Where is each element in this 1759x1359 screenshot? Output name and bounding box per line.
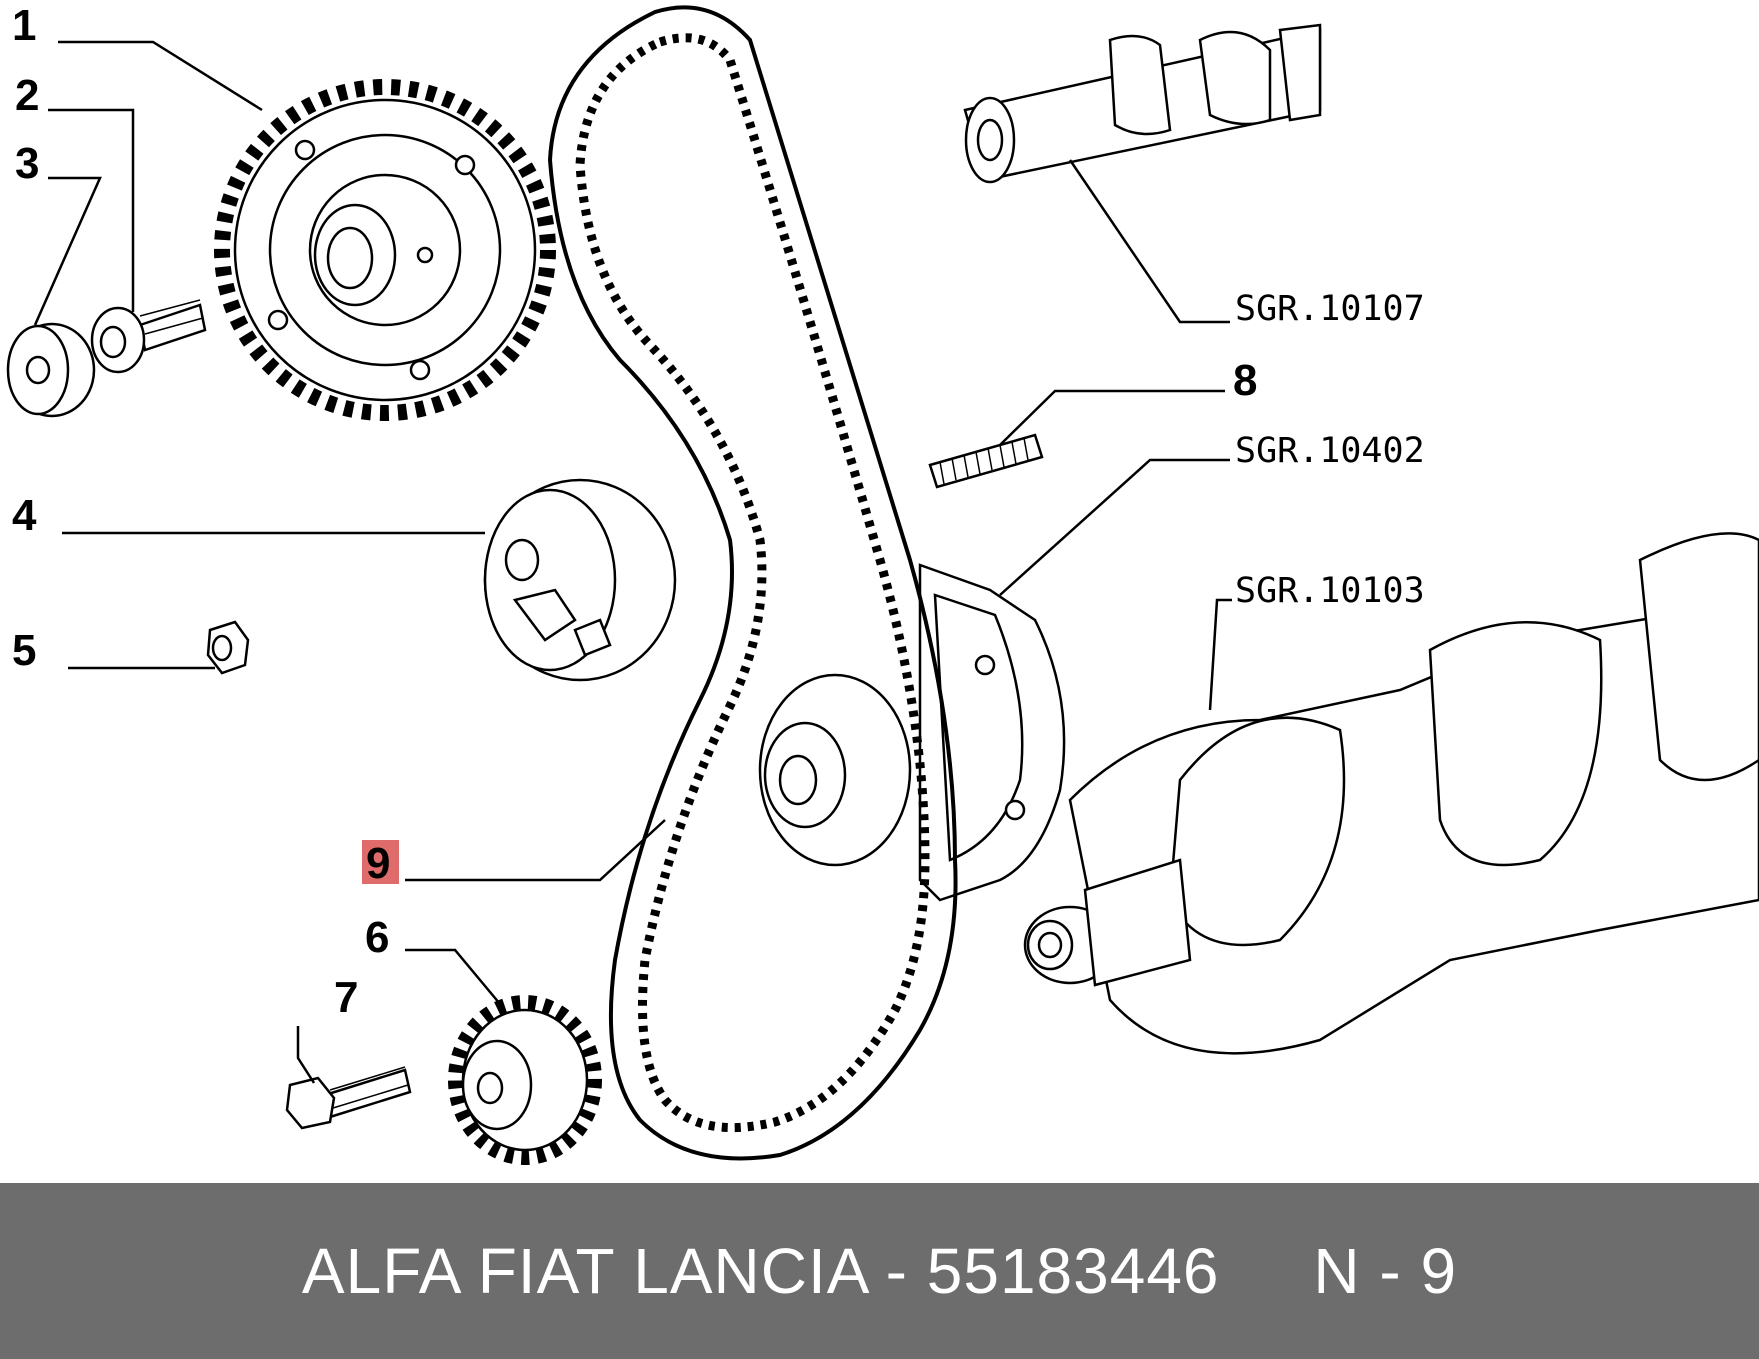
callout-8: 8 [1233,356,1257,405]
tensioner-nut [206,620,250,675]
callout-3: 3 [15,139,39,188]
water-pump [758,563,1066,902]
callout-9: 9 [366,839,390,888]
camshaft [963,23,1322,184]
callout-5: 5 [12,626,36,675]
callout-7: 7 [334,973,358,1022]
camshaft-sprocket [214,79,556,421]
leader-line-8 [999,389,1225,446]
crank-sprocket-bolt [285,1066,412,1130]
ref-camshaft: SGR.10107 [1235,289,1425,329]
footer-bar: ALFA FIAT LANCIA - 55183446 N - 9 [0,1183,1759,1359]
callout-9-highlight [362,840,399,884]
crankshaft-sprocket [448,995,602,1165]
leader-line-6 [405,948,506,1011]
callout-6: 6 [365,913,389,962]
leader-line-9 [405,819,666,882]
leader-line-sgr-10402 [999,458,1230,596]
ref-crankshaft: SGR.10103 [1235,571,1425,611]
callout-4: 4 [12,491,37,540]
crankshaft [1023,532,1759,1055]
sprocket-cap [6,322,96,418]
timing-belt-diagram: 1 2 3 4 5 6 7 8 9 SGR.10107 SGR.10402 SG… [6,1,1759,1165]
timing-belt [547,5,958,1161]
leader-line-3 [33,176,102,326]
stud [928,433,1044,489]
ref-water-pump: SGR.10402 [1235,431,1425,471]
leader-line-7 [296,1026,316,1084]
tensioner-pulley [483,478,677,682]
footer-separator: - [885,1235,908,1307]
sprocket-bolt [90,299,207,374]
footer-part-number: 55183446 [926,1235,1220,1307]
leader-line-sgr-10107 [1068,159,1230,324]
footer-brand: ALFA FIAT LANCIA [301,1235,867,1307]
footer-text: ALFA FIAT LANCIA - 55183446 N - 9 [0,1183,1759,1359]
callout-2: 2 [15,71,39,120]
leader-line-1 [58,40,263,112]
leader-line-sgr-10103 [1208,598,1232,711]
callout-1: 1 [12,1,36,50]
footer-position-label: N - 9 [1313,1235,1458,1307]
leader-line-2 [48,108,135,312]
leader-lines [33,40,1232,1084]
